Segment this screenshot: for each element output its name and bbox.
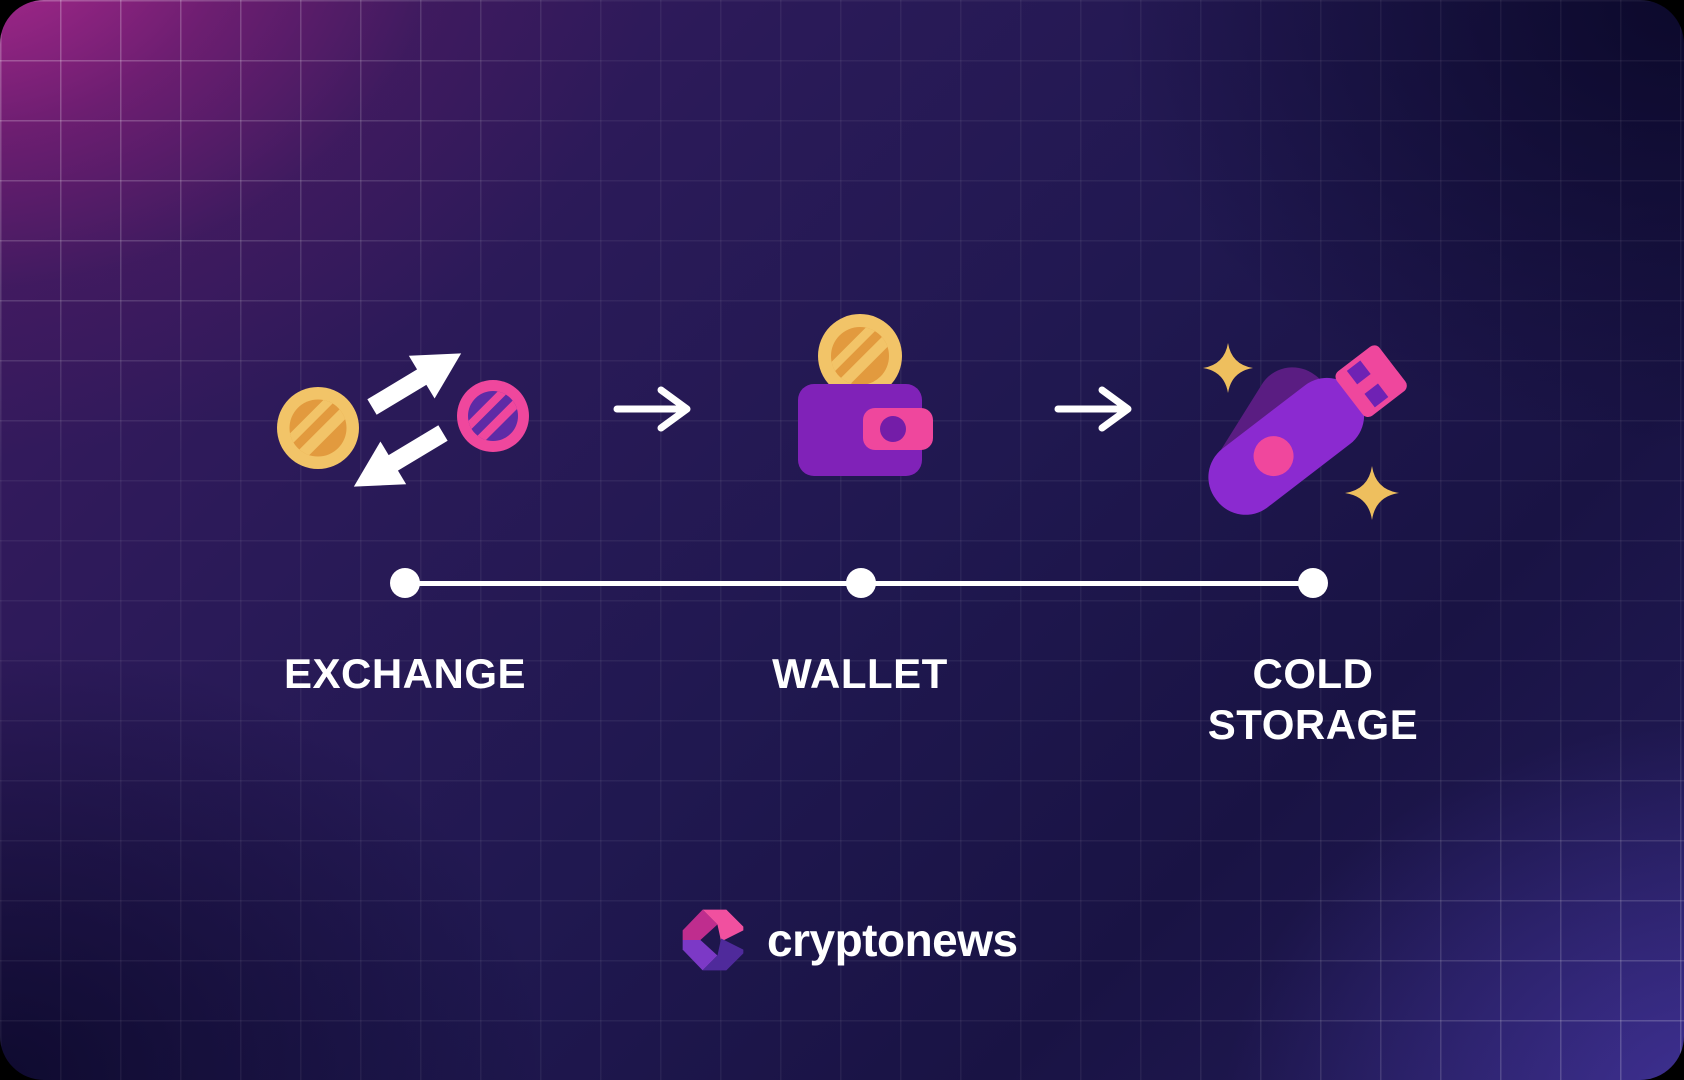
step-label-cold-storage: COLD STORAGE <box>1207 650 1419 749</box>
usb-connector <box>1335 345 1407 418</box>
step-label-exchange: EXCHANGE <box>283 650 527 697</box>
sparkle-icon <box>1203 343 1253 393</box>
brand-wordmark: cryptonews <box>767 914 1018 966</box>
brand-logo: cryptonews <box>676 900 1018 980</box>
wallet-icon <box>798 314 933 476</box>
timeline-dot-exchange <box>390 568 420 598</box>
wallet-coin <box>818 314 902 398</box>
sparkle-icon <box>1345 466 1399 520</box>
swap-arrow-down-icon <box>353 425 448 487</box>
usb-drive-icon <box>1203 343 1407 520</box>
gold-coin <box>277 387 359 469</box>
wallet-clasp-button <box>880 416 906 442</box>
arrow-right-icon <box>613 386 691 432</box>
cryptonews-hexagon-logo <box>682 909 744 971</box>
step-label-wallet: WALLET <box>772 650 948 697</box>
usb-drive-body <box>1208 345 1407 515</box>
timeline-dot-wallet <box>846 568 876 598</box>
usb-drive-dot <box>1253 436 1294 477</box>
arrow-right-icon <box>1054 386 1132 432</box>
wallet-body <box>798 384 922 476</box>
pink-coin <box>457 380 529 452</box>
swap-arrow-up-icon <box>367 353 462 415</box>
timeline-dot-cold-storage <box>1298 568 1328 598</box>
coin-swap-icon <box>277 353 529 487</box>
